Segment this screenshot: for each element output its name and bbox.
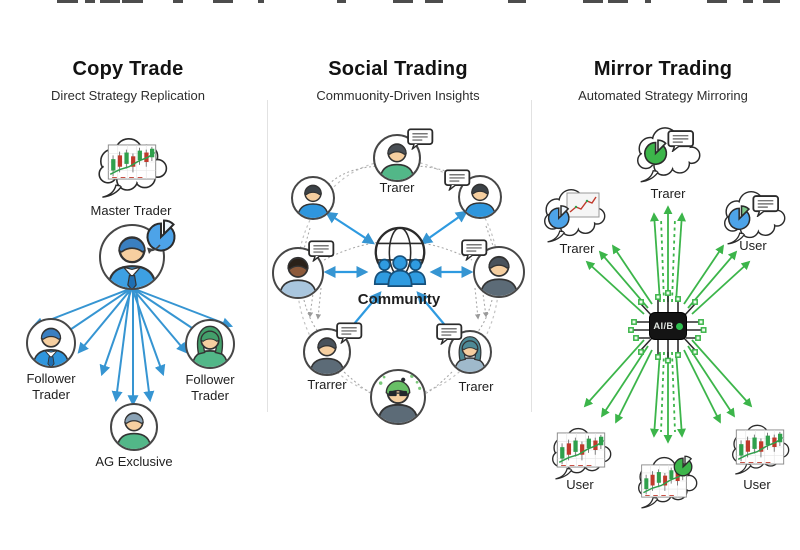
social-bottom-center-member-avatar [370,369,426,425]
community-globe-icon [365,226,435,290]
chip-indicator-dot [675,322,683,330]
person-icon [112,405,156,449]
mirror-bottom-center-thought-bubble [630,452,704,510]
follower-left-avatar [26,318,76,368]
follower-right-label: Follower Trader [185,372,235,403]
social-trading-title: Social Trading [328,58,468,80]
master-trader-label: Master Trader [90,203,172,218]
community-label: Community [357,291,441,308]
exclusive-follower-label: AG Exclusive [95,454,173,469]
pie-chart-icon [672,452,698,478]
exclusive-follower-avatar [110,403,158,451]
person-icon [293,178,333,218]
mirror-right-thought-bubble [718,186,790,246]
social-upper-left-trader-avatar [291,176,335,220]
speech-bubble-icon [667,130,695,152]
speech-bubble-icon [444,169,471,191]
speech-bubble-icon [436,323,463,345]
mirror-top-label: Trarer [650,186,686,201]
ai-bot-chip: AI/B [628,289,708,365]
mirror-bottom-left-thought-bubble [544,423,618,481]
candlestick-chart-icon [107,144,157,180]
social-trading-subtitle: Commuonity-Driven Insights [316,88,480,103]
copy-trade-title: Copy Trade [72,58,184,80]
pie-chart-icon [546,201,576,231]
follower-left-label: Follower Trader [26,371,76,402]
chip-label: AI/B [653,320,674,332]
social-top-trader-label: Trarer [379,180,415,195]
master-thought-bubble [92,132,172,200]
social-bottom-left-trader-avatar [303,328,351,376]
follower-right-avatar [185,319,235,369]
candlestick-chart-icon [735,429,785,465]
candlestick-chart-icon [556,432,606,468]
mirror-left-thought-bubble [538,184,610,244]
chip-body: AI/B [649,312,687,340]
social-right-trader-avatar [473,246,525,298]
mirror-bottom-right-thought-bubble [724,420,796,476]
column-divider-right [531,100,532,412]
mirror-bottom-right-label: User [743,477,771,492]
mirror-right-label: User [739,238,767,253]
person-suit-icon [28,320,74,366]
column-divider-left [267,100,268,412]
mirror-left-label: Trarer [559,241,595,256]
pie-chart-icon [144,214,184,254]
mirror-trading-subtitle: Automated Strategy Mirroring [578,88,748,103]
social-bottom-right-label: Trarer [458,379,494,394]
social-bottom-left-label: Trarrer [307,377,347,392]
mirror-bottom-left-label: User [566,477,594,492]
speech-bubble-icon [752,195,780,217]
person-woman-icon [187,321,233,367]
mirror-top-thought-bubble [630,122,706,184]
speech-bubble-icon [308,240,335,262]
speech-bubble-icon [336,322,363,344]
mirror-trading-title: Mirror Trading [593,58,733,80]
mirror-flow-arrows [583,205,753,444]
speech-bubble-icon [407,128,434,150]
speech-bubble-icon [461,239,488,261]
person-alien-icon [372,371,424,423]
copy-trade-subtitle: Direct Strategy Replication [51,88,205,103]
copy-flow-arrows [31,287,234,407]
